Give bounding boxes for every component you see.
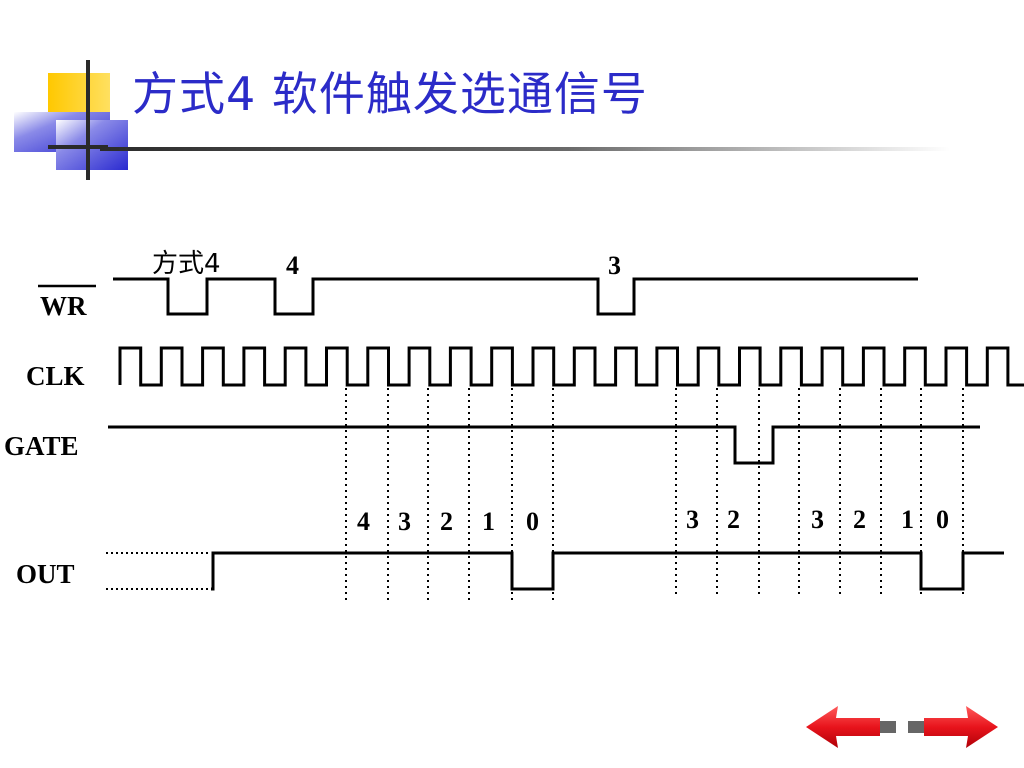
clk-waveform bbox=[118, 346, 1024, 387]
label-wr: WR bbox=[40, 291, 87, 321]
wr-annotation-count-4: 4 bbox=[286, 251, 299, 280]
count-value: 0 bbox=[936, 505, 949, 534]
slide-navigation bbox=[806, 706, 998, 748]
wr-waveform bbox=[113, 277, 918, 316]
count-value: 1 bbox=[482, 507, 495, 536]
title-underline bbox=[100, 147, 950, 151]
clock-dotted-guides bbox=[345, 388, 964, 603]
count-value: 3 bbox=[398, 507, 411, 536]
count-values: 4 3 2 1 0 3 2 3 2 1 0 bbox=[357, 505, 949, 536]
count-value: 4 bbox=[357, 507, 370, 536]
count-value: 2 bbox=[853, 505, 866, 534]
slide-title: 方式4 软件触发选通信号 bbox=[132, 67, 648, 121]
wr-annotations: 方式4 4 3 bbox=[152, 249, 621, 280]
count-value: 2 bbox=[440, 507, 453, 536]
arrow-right-icon[interactable] bbox=[908, 706, 998, 748]
count-value: 3 bbox=[686, 505, 699, 534]
count-value: 3 bbox=[811, 505, 824, 534]
signal-labels: WR CLK GATE OUT bbox=[4, 284, 96, 589]
count-value: 0 bbox=[526, 507, 539, 536]
slide-logo-icon bbox=[14, 60, 128, 180]
arrow-left-icon[interactable] bbox=[806, 706, 896, 748]
count-value: 2 bbox=[727, 505, 740, 534]
gate-waveform bbox=[108, 425, 980, 465]
wr-annotation-count-3: 3 bbox=[608, 251, 621, 280]
out-waveform bbox=[211, 551, 1004, 591]
label-clk: CLK bbox=[26, 361, 85, 391]
count-value: 1 bbox=[901, 505, 914, 534]
label-gate: GATE bbox=[4, 431, 79, 461]
label-out: OUT bbox=[16, 559, 75, 589]
wr-annotation-mode: 方式4 bbox=[152, 249, 221, 279]
